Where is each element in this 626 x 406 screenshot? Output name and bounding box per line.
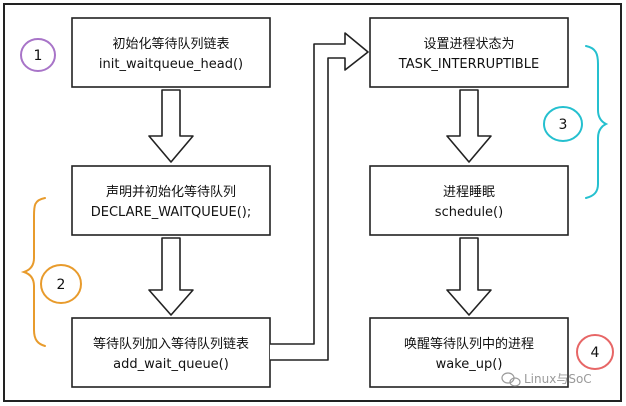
step-box-declare: 声明并初始化等待队列 DECLARE_WAITQUEUE();	[71, 165, 271, 236]
step-code: wake_up()	[436, 357, 503, 372]
down-arrow-icon	[446, 237, 492, 316]
step-title: 设置进程状态为	[423, 37, 514, 52]
down-arrow-icon	[148, 237, 194, 316]
step-code: add_wait_queue()	[113, 357, 229, 372]
down-arrow-icon	[446, 89, 492, 163]
step-marker-2: 2	[20, 197, 82, 347]
step-title: 声明并初始化等待队列	[106, 184, 236, 200]
marker-label: 1	[34, 48, 43, 64]
wechat-icon	[501, 372, 521, 387]
step-code: schedule()	[435, 205, 503, 220]
watermark: Linux与SoC	[501, 372, 592, 387]
step-code: DECLARE_WAITQUEUE();	[91, 205, 252, 220]
step-marker-1: 1	[20, 38, 56, 72]
step-box-schedule: 进程睡眠 schedule()	[369, 165, 569, 236]
diagram-frame	[3, 3, 622, 402]
marker-label: 3	[559, 117, 568, 133]
brace-icon	[20, 197, 46, 347]
step-title: 唤醒等待队列中的进程	[404, 336, 534, 352]
step-title: 初始化等待队列链表	[112, 36, 229, 52]
step-marker-4: 4	[576, 334, 614, 370]
step-box-set-state: 设置进程状态为 TASK_INTERRUPTIBLE	[369, 17, 569, 88]
step-box-add: 等待队列加入等待队列链表 add_wait_queue()	[71, 317, 271, 388]
marker-label: 4	[591, 345, 600, 361]
step-code: init_waitqueue_head()	[99, 57, 243, 72]
step-marker-3: 3	[543, 45, 609, 199]
step-box-init: 初始化等待队列链表 init_waitqueue_head()	[71, 17, 271, 88]
step-title: 等待队列加入等待队列链表	[93, 336, 249, 352]
step-title: 进程睡眠	[443, 185, 495, 200]
down-arrow-icon	[148, 89, 194, 163]
connector-arrow-icon	[270, 32, 369, 361]
marker-label: 2	[57, 277, 66, 293]
watermark-text: Linux与SoC	[524, 372, 592, 386]
step-code: TASK_INTERRUPTIBLE	[398, 57, 539, 72]
brace-icon	[585, 45, 609, 199]
step-box-wake-up: 唤醒等待队列中的进程 wake_up()	[369, 317, 569, 388]
